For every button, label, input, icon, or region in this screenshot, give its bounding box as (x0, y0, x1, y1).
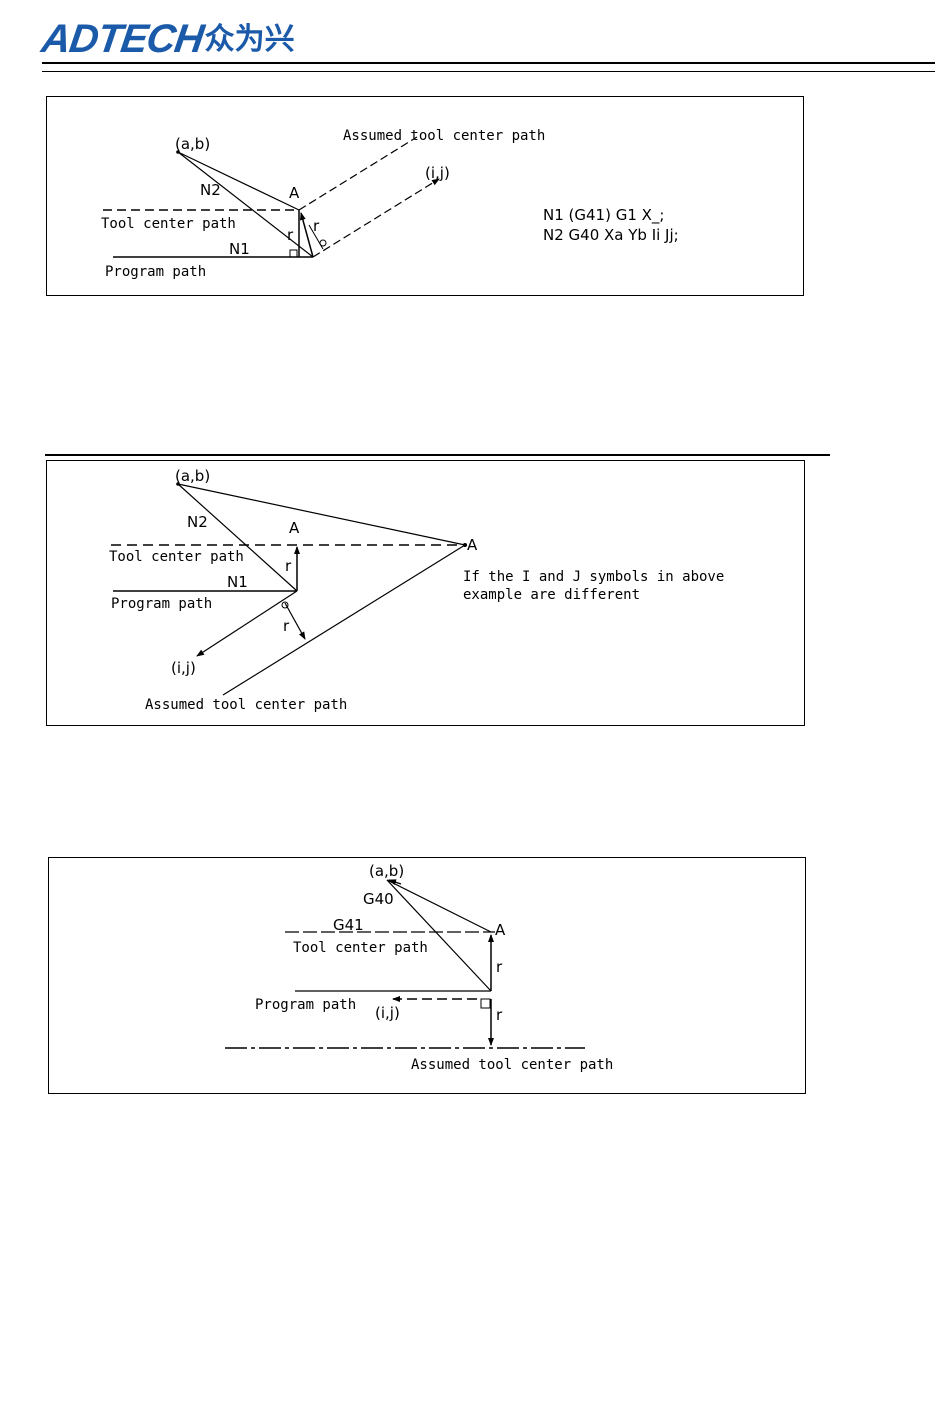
header-rule-thick (42, 62, 935, 64)
right-angle-mark (480, 998, 491, 1009)
ab-to-a-line (386, 879, 492, 933)
label-tool-center-path: Tool center path (101, 216, 236, 232)
label-assumed-tool-center-path: Assumed tool center path (343, 128, 545, 144)
figure-3-diagram: (a,b) G40 G41 A Tool center path r Progr… (225, 862, 613, 1073)
ab-to-far-a-line (177, 483, 466, 546)
ab-point (176, 482, 180, 486)
label-ab: (a,b) (175, 135, 210, 153)
label-r-perpendicular: r (283, 617, 290, 635)
label-ab: (a,b) (369, 862, 404, 880)
ab-arrow-stub (388, 879, 402, 886)
figure-1: (a,b) Assumed tool center path (i,j) N2 … (46, 96, 804, 296)
label-point-a: A (289, 519, 300, 537)
note-line-1: If the I and J symbols in above (463, 569, 724, 585)
assumed-tool-center-line (222, 544, 466, 696)
assumed-tool-center-line (298, 136, 418, 211)
label-assumed-tool-center-path: Assumed tool center path (411, 1057, 613, 1073)
figure-3: (a,b) G40 G41 A Tool center path r Progr… (48, 857, 806, 1094)
n2-path-line (177, 151, 314, 258)
a-to-ab-line (177, 151, 300, 211)
label-n2: N2 (200, 181, 221, 199)
label-g40: G40 (363, 890, 394, 908)
label-ab: (a,b) (175, 467, 210, 485)
label-n2: N2 (187, 513, 208, 531)
label-program-path: Program path (111, 596, 212, 612)
figure-2-diagram: (a,b) N2 A A Tool center path r N1 Progr… (109, 467, 724, 713)
label-r-diagonal: r (313, 217, 320, 235)
label-r-vertical: r (285, 557, 292, 575)
label-assumed-tool-center-path: Assumed tool center path (145, 697, 347, 713)
figure-1-diagram: (a,b) Assumed tool center path (i,j) N2 … (101, 128, 679, 280)
adtech-logo: ADTECH众为兴 (38, 17, 372, 61)
code-line-2: N2 G40 Xa Yb Ii Jj; (543, 226, 679, 244)
label-tool-center-path: Tool center path (109, 549, 244, 565)
section-divider (45, 454, 830, 456)
label-r-lower: r (496, 1006, 503, 1024)
label-n1: N1 (229, 240, 250, 258)
ij-vector (196, 590, 298, 657)
label-far-point-a: A (467, 536, 478, 554)
note-line-2: example are different (463, 587, 640, 603)
label-g41: G41 (333, 916, 364, 934)
label-ij: (i,j) (375, 1004, 400, 1022)
r-arrow-to-a (299, 212, 314, 258)
label-r-vertical: r (287, 226, 294, 244)
ab-point (176, 150, 180, 154)
g40-path-line (386, 879, 492, 992)
label-tool-center-path: Tool center path (293, 940, 428, 956)
label-point-a: A (495, 921, 506, 939)
small-circle-mark (319, 239, 327, 247)
label-ij: (i,j) (171, 659, 196, 677)
logo-latin-text: ADTECH (38, 17, 206, 61)
label-r-upper: r (496, 958, 503, 976)
n2-path-line (177, 483, 298, 592)
right-angle-mark (289, 249, 298, 258)
r-perpendicular (284, 602, 306, 640)
ij-vector (312, 178, 440, 258)
label-n1: N1 (227, 573, 248, 591)
label-ij: (i,j) (425, 164, 450, 182)
logo-chinese-text: 众为兴 (204, 22, 295, 57)
label-program-path: Program path (105, 264, 206, 280)
label-program-path: Program path (255, 997, 356, 1013)
code-line-1: N1 (G41) G1 X_; (543, 206, 664, 225)
header-rule-thin (42, 71, 935, 72)
small-circle-mark (281, 601, 289, 609)
label-point-a: A (289, 184, 300, 202)
figure-2: (a,b) N2 A A Tool center path r N1 Progr… (46, 460, 805, 726)
